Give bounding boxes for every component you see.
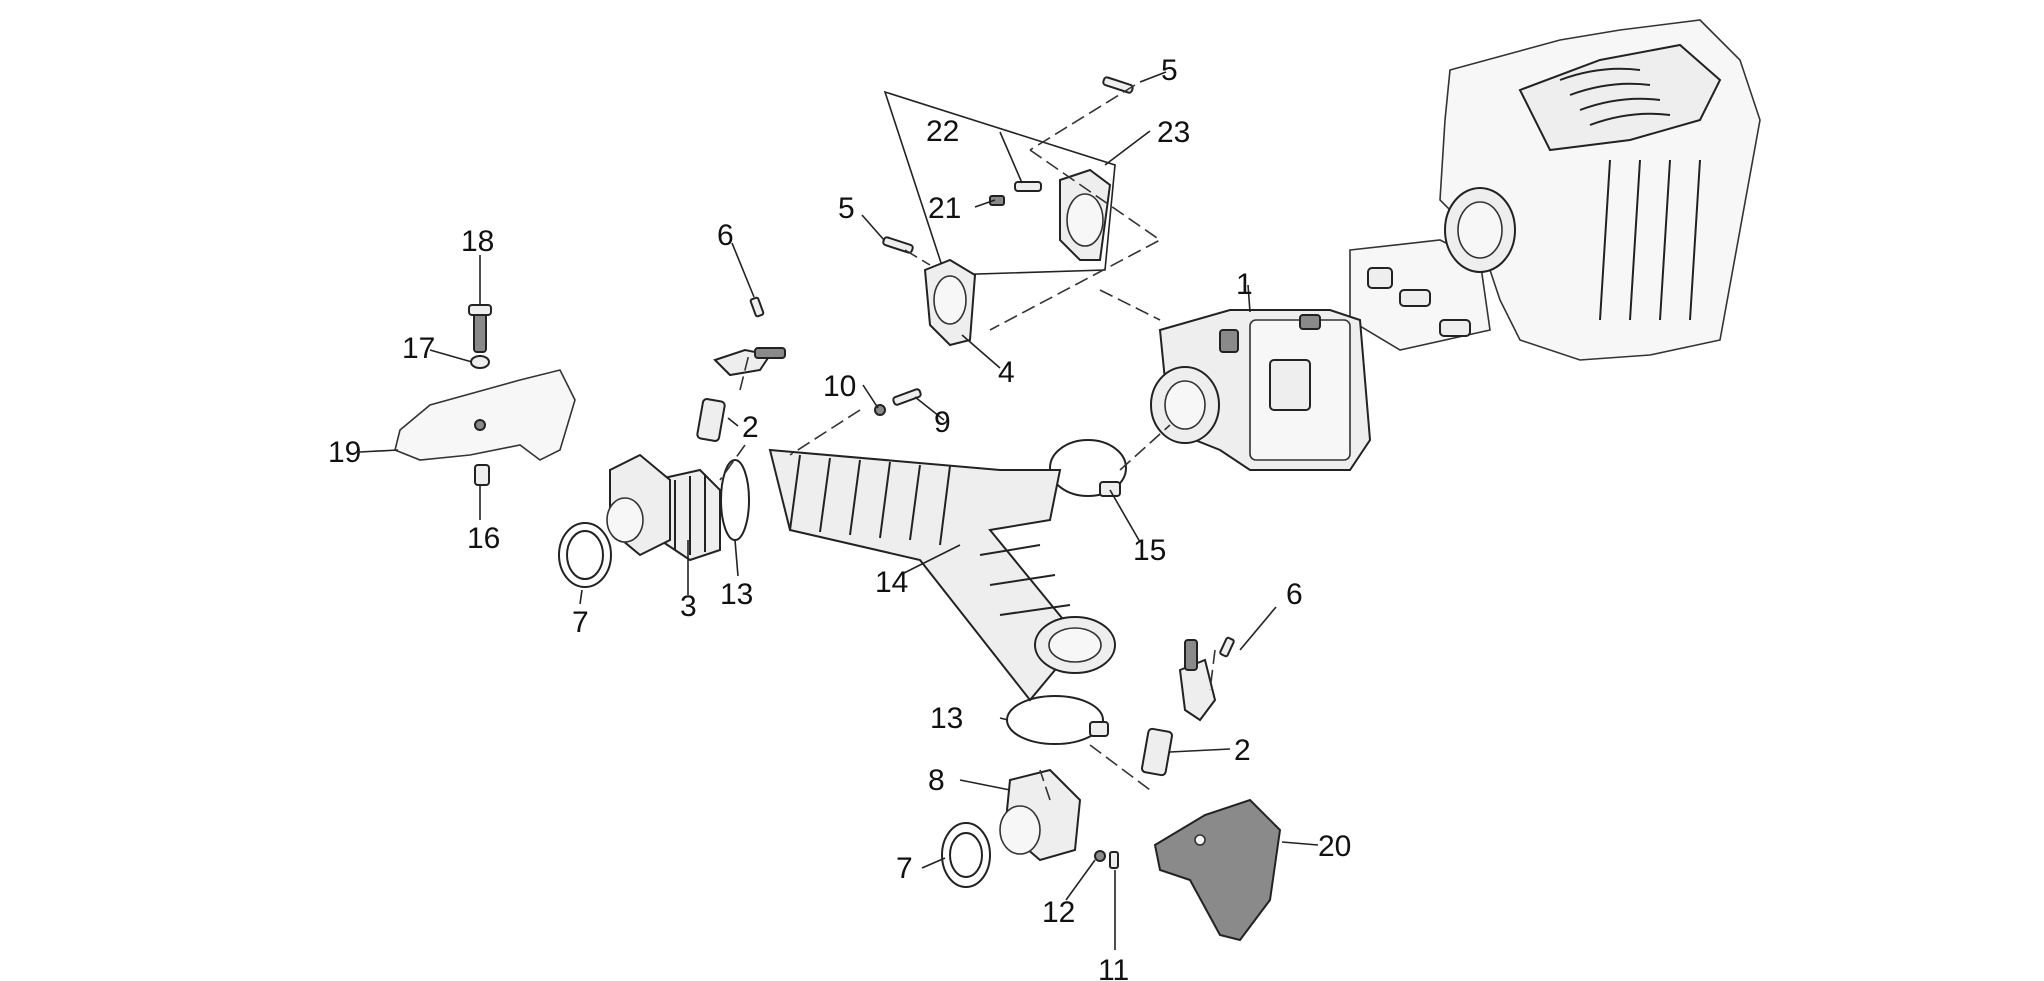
callout-7-lower: 7 bbox=[896, 852, 913, 885]
callout-8: 8 bbox=[928, 764, 945, 797]
injector-part-lower bbox=[1140, 639, 1217, 777]
callout-2-upper: 2 bbox=[742, 411, 759, 444]
callout-3: 3 bbox=[680, 590, 697, 623]
left-adapter-part bbox=[606, 453, 671, 557]
callout-6-right: 6 bbox=[1286, 578, 1303, 611]
callout-18: 18 bbox=[461, 225, 494, 258]
callout-13-left: 13 bbox=[720, 578, 753, 611]
callout-7-left: 7 bbox=[572, 606, 589, 639]
screw-part bbox=[882, 76, 1134, 254]
leader-lines bbox=[359, 71, 1319, 950]
assembly-dash-lines bbox=[719, 84, 1216, 801]
callout-2-lower: 2 bbox=[1234, 734, 1251, 767]
callout-12: 12 bbox=[1042, 896, 1075, 929]
airbox-part bbox=[1349, 19, 1761, 361]
callout-6-left: 6 bbox=[717, 219, 734, 252]
injector-part-upper bbox=[696, 347, 786, 442]
clamp-part-lower bbox=[1006, 695, 1109, 745]
heat-shield-part-left bbox=[394, 369, 576, 461]
callout-9: 9 bbox=[934, 406, 951, 439]
callout-15: 15 bbox=[1133, 534, 1166, 567]
gasket-part-lower bbox=[941, 822, 991, 888]
heat-shield-part-right bbox=[1153, 798, 1282, 942]
callout-10: 10 bbox=[823, 370, 856, 403]
small-screw-part bbox=[989, 195, 1005, 206]
callout-17: 17 bbox=[402, 332, 435, 365]
fastener-part bbox=[468, 304, 492, 486]
callout-4: 4 bbox=[998, 356, 1015, 389]
bracket-part bbox=[923, 258, 977, 347]
callout-13-lower: 13 bbox=[930, 702, 963, 735]
callout-23: 23 bbox=[1157, 116, 1190, 149]
callout-14: 14 bbox=[875, 566, 908, 599]
callout-11: 11 bbox=[1098, 954, 1129, 981]
intake-manifold-hose-part bbox=[768, 448, 1116, 702]
callout-5-left: 5 bbox=[838, 192, 855, 225]
lower-adapter-part bbox=[999, 768, 1082, 862]
throttle-support-bracket-part bbox=[1059, 168, 1112, 261]
callout-20: 20 bbox=[1318, 830, 1351, 863]
callout-22: 22 bbox=[926, 115, 959, 148]
callout-21: 21 bbox=[928, 192, 961, 225]
callout-16: 16 bbox=[467, 522, 500, 555]
sensor-pin-part bbox=[1014, 181, 1042, 192]
callout-1: 1 bbox=[1236, 268, 1253, 301]
throttle-body-part bbox=[1150, 309, 1372, 471]
gasket-part-left bbox=[558, 522, 612, 588]
callout-19: 19 bbox=[328, 436, 361, 469]
bolt-part bbox=[749, 296, 1235, 869]
hose-clamp-part bbox=[1049, 439, 1127, 497]
callout-5-upper: 5 bbox=[1161, 54, 1178, 87]
intake-connector-part bbox=[653, 468, 721, 562]
